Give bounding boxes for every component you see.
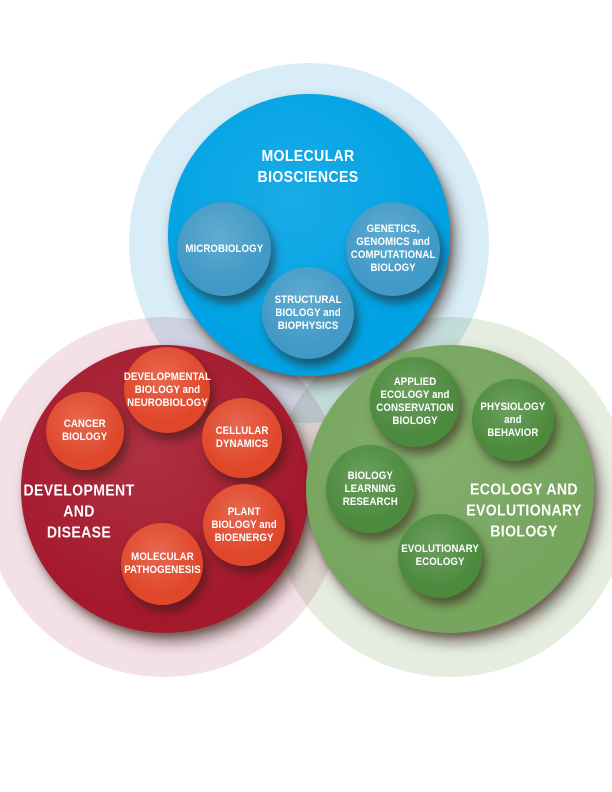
group-title-line: ECOLOGY AND (470, 481, 578, 499)
sub-label-line: COMPUTATIONAL (350, 249, 436, 261)
sub-label-line: BIOLOGY and (211, 518, 277, 531)
group-title-line: DEVELOPMENT (23, 482, 135, 500)
sub-label-line: NEUROBIOLOGY (126, 396, 208, 409)
sub-label-line: BEHAVIOR (487, 426, 539, 439)
sub-label-line: APPLIED (393, 376, 437, 388)
sub-label-line: BIOLOGY (347, 469, 393, 482)
sub-label-line: LEARNING (344, 482, 396, 495)
sub-label-line: BIOLOGY (62, 431, 108, 443)
group-title-line: MOLECULAR (261, 148, 355, 165)
sub-label-line: RESEARCH (342, 495, 398, 508)
sub-label-line: GENETICS, (366, 223, 420, 235)
group-title-line: BIOSCIENCES (257, 169, 359, 186)
sub-label-line: PATHOGENESIS (123, 564, 201, 576)
sub-label-line: CANCER (64, 418, 106, 430)
sub-label-line: BIOLOGY and (275, 306, 341, 319)
sub-label-line: BIOPHYSICS (277, 319, 339, 332)
group-ecology-and-evolutionary-biology-title: ECOLOGY AND EVOLUTIONARY BIOLOGY (466, 480, 582, 543)
sub-label-line: STRUCTURAL (274, 293, 342, 306)
sub-label-line: MOLECULAR (130, 551, 194, 563)
sub-label-line: BIOLOGY (370, 262, 416, 274)
sub-label-line: PLANT (227, 505, 261, 518)
group-title-line: EVOLUTIONARY (466, 502, 582, 520)
sub-label-line: ECOLOGY (415, 556, 465, 568)
sub-circle-microbiology-label: MICROBIOLOGY (185, 243, 263, 256)
sub-circle-microbiology: MICROBIOLOGY (177, 202, 271, 296)
sub-label-line: EVOLUTIONARY (401, 543, 479, 555)
sub-label-line: BIOENERGY (214, 531, 274, 544)
group-title-line: DISEASE (46, 524, 112, 542)
sub-label-line: ECOLOGY and (380, 389, 450, 401)
sub-label-line: GENOMICS and (356, 236, 430, 248)
sub-label-line: BIOLOGY and (134, 383, 200, 396)
sub-label-line: DYNAMICS (215, 438, 269, 450)
group-development-and-disease-title: DEVELOPMENT AND DISEASE (23, 481, 134, 544)
sub-label-line: CELLULAR (215, 425, 269, 437)
sub-label-line: DEVELOPMENTAL (123, 370, 211, 383)
group-title-line: AND (63, 503, 95, 521)
sub-label-line: and (504, 413, 522, 426)
sub-label-line: BIOLOGY (392, 415, 438, 427)
group-molecular-biosciences-title: MOLECULAR BIOSCIENCES (258, 146, 359, 188)
group-title-line: BIOLOGY (490, 523, 558, 541)
sub-label-line: MICROBIOLOGY (185, 242, 263, 255)
sub-label-line: CONSERVATION (376, 402, 454, 414)
sub-label-line: PHYSIOLOGY (480, 400, 546, 413)
